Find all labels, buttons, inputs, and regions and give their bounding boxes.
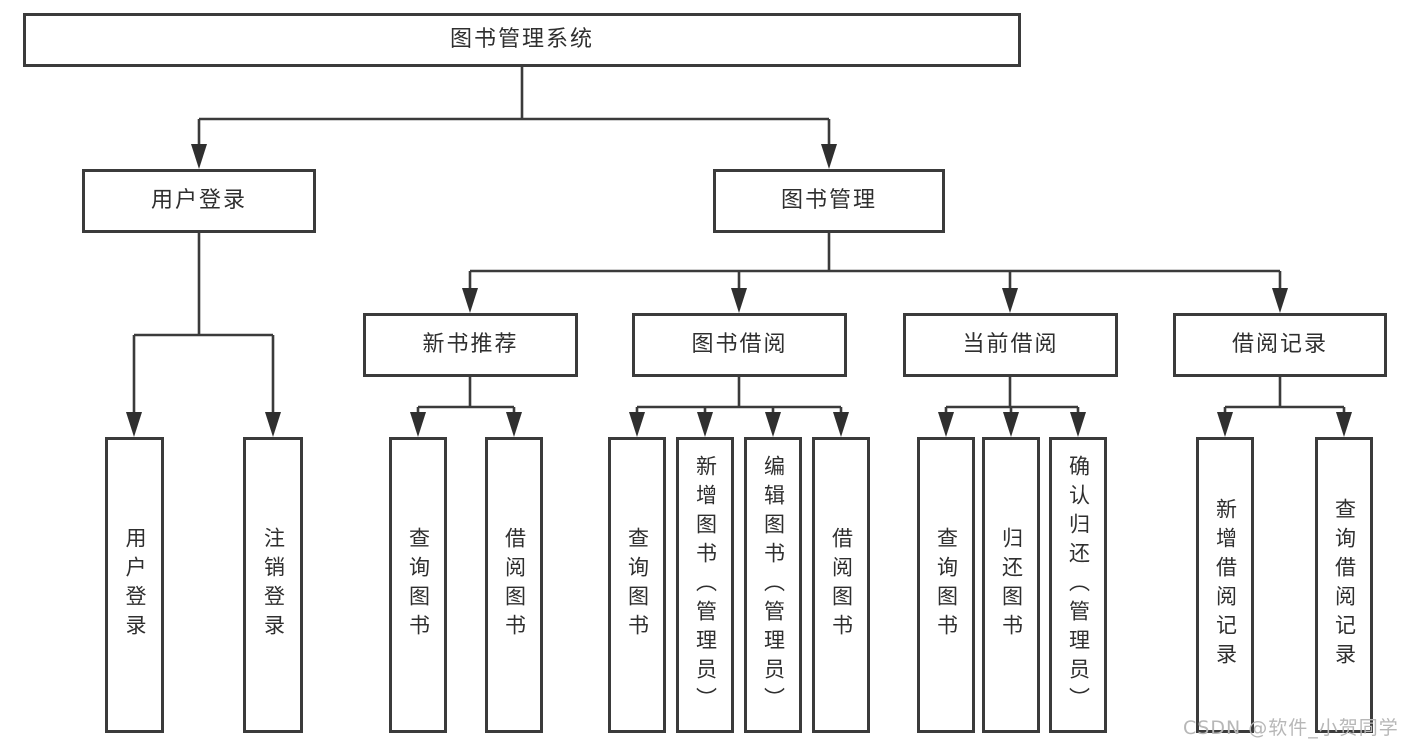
leaf-return-books: 归还图书 bbox=[982, 437, 1040, 733]
csdn-watermark: CSDN @软件_小贺同学 bbox=[1183, 717, 1399, 739]
leaf-add-borrow-record: 新增借阅记录 bbox=[1196, 437, 1254, 733]
leaf-borrow-query-books: 查询图书 bbox=[608, 437, 666, 733]
leaf-add-books-admin: 新增图书（管理员） bbox=[676, 437, 734, 733]
node-user-login-group: 用户登录 bbox=[82, 169, 316, 233]
leaf-confirm-return-admin: 确认归还（管理员） bbox=[1049, 437, 1107, 733]
leaf-current-query-books: 查询图书 bbox=[917, 437, 975, 733]
node-new-book-recommend: 新书推荐 bbox=[363, 313, 578, 377]
leaf-logout-login: 注销登录 bbox=[243, 437, 303, 733]
leaf-user-login: 用户登录 bbox=[105, 437, 164, 733]
node-book-borrow: 图书借阅 bbox=[632, 313, 847, 377]
leaf-query-borrow-record: 查询借阅记录 bbox=[1315, 437, 1373, 733]
arrowhead-icons bbox=[126, 144, 1352, 437]
leaf-borrow-borrow-books: 借阅图书 bbox=[812, 437, 870, 733]
node-library-management-system: 图书管理系统 bbox=[23, 13, 1021, 67]
leaf-edit-books-admin: 编辑图书（管理员） bbox=[744, 437, 802, 733]
node-borrow-records: 借阅记录 bbox=[1173, 313, 1387, 377]
node-book-management: 图书管理 bbox=[713, 169, 945, 233]
node-current-borrow: 当前借阅 bbox=[903, 313, 1118, 377]
leaf-recommend-borrow-books: 借阅图书 bbox=[485, 437, 543, 733]
leaf-recommend-query-books: 查询图书 bbox=[389, 437, 447, 733]
